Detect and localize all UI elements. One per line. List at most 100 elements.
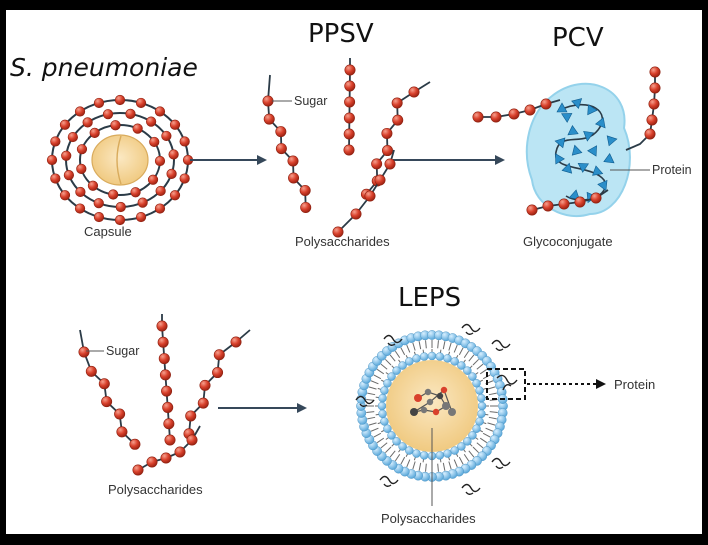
lipid-head [405,446,414,455]
lipid-head [477,393,486,403]
capsule-sugar-beads [46,94,194,226]
sugar-bead [374,174,386,186]
lipid-head [419,352,429,361]
bacterium-cell [91,134,149,186]
lipid-tail [418,341,422,350]
lipid-tail [425,463,427,472]
sugar-bead [179,173,190,184]
surface-protein [355,395,375,407]
lipid-head [443,449,452,458]
sugar-bead [649,66,661,78]
protein-triangle [603,153,615,164]
lipid-head [457,442,466,451]
sugar-bead [125,108,136,119]
protein-triangle [592,165,604,176]
sugar-bead [230,336,242,348]
lipid-head [435,451,445,460]
sugar-bead [332,226,344,238]
lipid-head [457,361,466,370]
molecule-atom [442,402,450,410]
lipid-head [377,401,387,411]
molecule-atom [420,406,428,414]
lipid-head [387,431,396,440]
polysaccharides-label-top: Polysaccharides [295,234,390,249]
glycoconjugate-label: Glycoconjugate [523,234,613,249]
sugar-bead [558,198,570,210]
sugar-bead [63,170,74,181]
lipid-head [463,366,472,375]
lipid-head [419,451,429,460]
surface-proteins [355,323,511,495]
sugar-bead [364,190,376,202]
sugar-bead [199,379,211,391]
lipid-tail [406,344,411,353]
lipid-tail [479,437,488,444]
sugar-bead [179,136,190,147]
lipid-tail [448,342,452,351]
protein-triangle [561,162,573,174]
sugar-bead [213,349,225,361]
sugar-bead [115,201,126,213]
lipid-head [378,409,387,419]
lipid-tail [482,432,491,438]
sugar-bead [343,112,355,124]
lipid-tail [366,411,375,413]
sugar-bead [129,438,141,450]
sugar-bead [146,456,158,468]
sugar-bead [149,136,160,148]
sugar-bead [263,113,275,125]
lipid-head [392,366,401,375]
lipid-tail [488,416,497,420]
sugar-bead [76,163,87,174]
lipid-tail [400,456,406,465]
sugar-bead [89,127,100,138]
sugar-bead [343,144,355,156]
surface-protein [491,457,511,469]
sugar-bead [212,367,224,379]
lipid-tail [487,386,496,390]
molecule-atom [440,386,448,394]
sugar-bead [46,154,58,166]
sugar-bead [108,189,119,200]
protein-triangle [554,137,566,149]
sugar-bead [101,396,113,408]
leps-title: LEPS [398,283,461,313]
protein-triangle [555,153,565,165]
sugar-bead [76,144,88,155]
surface-protein [383,334,403,346]
protein-triangle [597,179,608,192]
lipid-tail [367,392,376,396]
sugar-bead [74,106,86,117]
sugar-bead [98,378,110,390]
sugar-bead [262,95,274,107]
protein-triangle [567,125,579,136]
sugar-bead [75,186,86,198]
lipid-tail [468,354,475,362]
lipid-head [443,354,452,363]
sugar-bead [508,108,520,120]
sugar-bead [384,158,396,170]
lipid-head [383,424,392,433]
lipid-tail [389,354,396,362]
sugar-bead [147,174,159,185]
lipid-tail [376,368,385,375]
sugar-bead [275,126,287,138]
molecule-atom [448,408,456,416]
lipid-head [477,401,487,411]
sugar-bead [287,155,299,167]
sugar-bead [67,131,78,143]
lipid-head [472,424,481,433]
surface-protein [461,483,481,495]
protein-triangle [587,104,598,116]
lipid-tail [463,350,470,359]
bottom-polysaccharide-strands [78,314,251,476]
lipid-tail [489,411,498,413]
lipid-tail [373,432,382,438]
sugar-bead [381,145,393,157]
lipid-head [380,386,389,395]
sugar-bead [392,114,404,126]
sugar-bead [161,385,173,397]
lipid-tail [380,442,388,449]
lipid-tail [472,358,480,366]
sugar-bead [381,127,393,139]
